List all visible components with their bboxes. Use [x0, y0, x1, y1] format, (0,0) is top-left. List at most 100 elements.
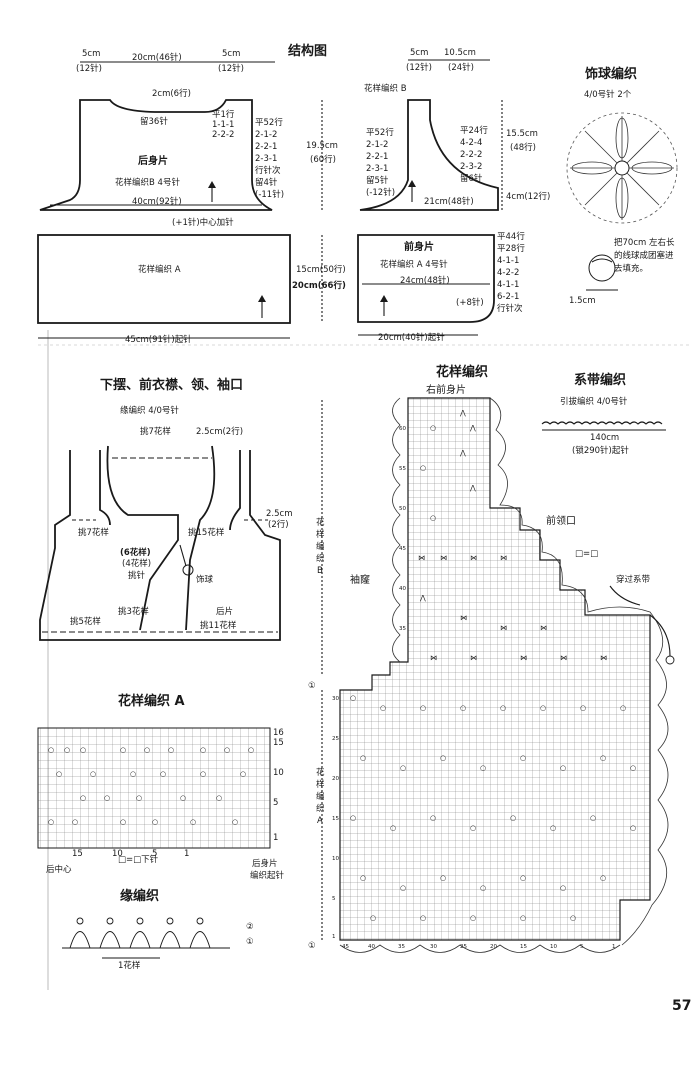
svg-text:○: ○	[570, 914, 576, 922]
chart-row-1: 1	[332, 934, 336, 940]
front-top-right-st: (24针)	[448, 62, 474, 73]
svg-text:○: ○	[430, 514, 436, 522]
edges-diagram: 下摆、前衣襟、领、袖口 缘编织 4/0号针 挑7花样 2.5cm(2行) 2.5…	[39, 377, 292, 641]
pattern-a-col-15: 15	[72, 849, 83, 859]
svg-text:○: ○	[470, 914, 476, 922]
front-arm-3: 2-3-1	[366, 164, 388, 174]
chart-row-40: 40	[399, 586, 406, 592]
svg-text:⋀: ⋀	[459, 409, 466, 417]
chart-side-a-0: 花	[316, 767, 325, 778]
svg-text:⋀: ⋀	[459, 449, 466, 457]
back-neck-st: 留36针	[140, 116, 168, 127]
border-repeat: 1花样	[118, 960, 141, 971]
chart-row-30: 30	[332, 696, 339, 702]
svg-text:○: ○	[550, 824, 556, 832]
edges-pick-neck: 挑7花样	[140, 426, 171, 437]
border-row1: ①	[246, 937, 254, 947]
back-piece-diagram: 5cm (12针) 20cm(46针) 5cm (12针) 2cm(6行) 留3…	[37, 49, 346, 345]
front-side-5: 6-2-1	[497, 292, 519, 302]
svg-text:○: ○	[56, 770, 62, 778]
chart-row-35: 35	[399, 626, 406, 632]
svg-text:⋈: ⋈	[540, 624, 547, 632]
back-shoulder-2: 2-2-2	[212, 130, 234, 140]
svg-text:○: ○	[440, 874, 446, 882]
chart-col-25: 25	[460, 944, 467, 950]
front-neck-1: 4-2-4	[460, 138, 482, 148]
svg-text:○: ○	[430, 424, 436, 432]
svg-text:○: ○	[500, 704, 506, 712]
edges-hem-left: 挑5花样	[70, 616, 101, 627]
back-height-rows: (60行)	[310, 154, 336, 165]
back-height: 19.5cm	[306, 141, 338, 151]
front-pattern-top: 花样编织 B	[364, 83, 407, 94]
svg-text:○: ○	[190, 818, 196, 826]
edges-hem-back: 挑11花样	[200, 620, 237, 631]
front-name: 前身片	[404, 240, 434, 253]
svg-text:○: ○	[520, 874, 526, 882]
chart-mark-upper: ①	[308, 681, 316, 691]
edges-hem-mid: 挑3花样	[118, 606, 149, 617]
back-lower-rect	[37, 234, 291, 324]
back-arm-0: 平52行	[255, 117, 283, 128]
tie-length: 140cm	[590, 433, 619, 443]
back-name: 后身片	[138, 154, 168, 167]
tie-diagram: 系带编织 引拔编织 4/0号针 140cm (锁290针)起针	[541, 372, 666, 456]
svg-text:⋈: ⋈	[430, 654, 437, 662]
svg-text:○: ○	[520, 914, 526, 922]
front-cast-on: 20cm(40针)起针	[378, 332, 445, 343]
front-width-top: 21cm(48针)	[424, 196, 474, 207]
svg-text:○: ○	[350, 814, 356, 822]
back-width: 40cm(92针)	[132, 196, 182, 207]
svg-text:○: ○	[440, 754, 446, 762]
svg-text:⋈: ⋈	[600, 654, 607, 662]
svg-text:○: ○	[620, 704, 626, 712]
back-arm-6: (-11针)	[255, 189, 284, 200]
chart-side-b-0: 花	[316, 517, 325, 528]
chart-side-b-2: 编	[316, 541, 325, 552]
chart-col-35: 35	[398, 944, 405, 950]
svg-text:○: ○	[380, 704, 386, 712]
chart-col-45: 45	[342, 944, 349, 950]
front-piece-diagram: 5cm (12针) 10.5cm (24针) 花样编织 B 平52行 2-1-2…	[357, 48, 550, 343]
chart-side-a-1: 样	[316, 779, 325, 790]
svg-text:○: ○	[180, 794, 186, 802]
back-shoulder-0: 平1行	[212, 109, 235, 120]
front-neck-4: 留6针	[460, 173, 483, 184]
chart-mark-lower: ①	[308, 941, 316, 951]
svg-text:⋈: ⋈	[470, 654, 477, 662]
front-pattern: 花样编织 A 4号针	[380, 259, 448, 270]
edges-ball: 饰球	[196, 574, 214, 585]
pattern-a-row-16: 16	[273, 728, 284, 738]
pompom-title: 饰球编织	[585, 66, 637, 82]
edges-pick-arm: 挑15花样	[188, 527, 225, 538]
front-neck-0: 平24行	[460, 125, 488, 136]
svg-text:○: ○	[590, 814, 596, 822]
svg-text:○: ○	[152, 818, 158, 826]
page-number: 57	[672, 998, 691, 1014]
chart-col-1: 1	[612, 944, 616, 950]
chart-row-55: 55	[399, 466, 406, 472]
svg-text:○: ○	[224, 746, 230, 754]
chart-row-5: 5	[332, 896, 336, 902]
svg-text:⋀: ⋀	[469, 424, 476, 432]
chart-side-b-3: 织	[316, 553, 325, 564]
svg-text:⋈: ⋈	[520, 654, 527, 662]
svg-text:○: ○	[360, 754, 366, 762]
pattern-a-col-1: 1	[184, 849, 189, 859]
svg-text:○: ○	[390, 824, 396, 832]
svg-text:○: ○	[104, 794, 110, 802]
svg-text:○: ○	[248, 746, 254, 754]
back-top-mid: 20cm(46针)	[132, 52, 182, 63]
pattern-a-row-10: 10	[273, 768, 284, 778]
front-arm-4: 留5针	[366, 175, 389, 186]
pompom-note-0: 把70cm 左右长	[614, 237, 675, 248]
edges-neck-w: 2.5cm(2行)	[196, 426, 243, 437]
pattern-a-col-5: 5	[152, 849, 157, 859]
front-neck-h: 15.5cm	[506, 129, 538, 139]
front-neck-3: 2-3-2	[460, 162, 482, 172]
pattern-a-center: 后中心	[46, 864, 72, 875]
svg-text:○: ○	[580, 704, 586, 712]
svg-text:○: ○	[64, 746, 70, 754]
chart-row-50: 50	[399, 506, 406, 512]
tie-needle: 引拔编织 4/0号针	[560, 396, 628, 407]
